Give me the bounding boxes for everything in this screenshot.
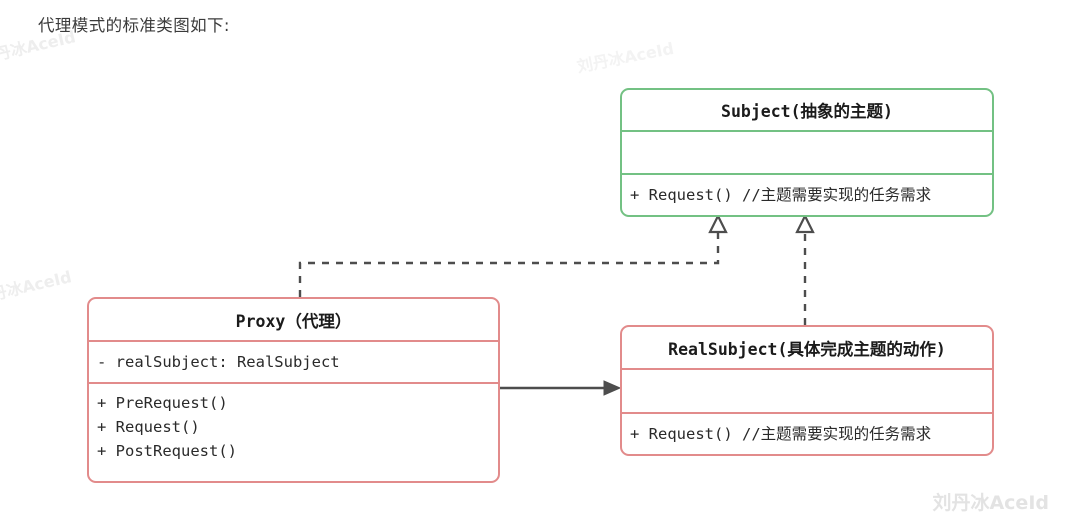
class-name-subject: Subject(抽象的主题) (721, 102, 893, 121)
filled-arrowhead-icon (603, 380, 622, 396)
class-member: + Request() //主题需要实现的任务需求 (630, 424, 932, 443)
class-name-realsubject: RealSubject(具体完成主题的动作) (668, 339, 946, 359)
class-operations-compartment: + PreRequest() + Request() + PostRequest… (89, 384, 498, 477)
hollow-triangle-arrowhead-icon (795, 213, 815, 234)
page-title: 代理模式的标准类图如下: (38, 16, 230, 35)
watermark-signature: 刘丹冰AceId (932, 492, 1049, 514)
watermark-top-center: 刘丹冰AceId (575, 38, 676, 77)
hollow-triangle-arrowhead-icon (708, 213, 728, 234)
class-title-compartment: RealSubject(具体完成主题的动作) (622, 327, 992, 368)
relation-proxy-realizes-subject (298, 213, 728, 297)
class-member: + Request() //主题需要实现的任务需求 (630, 185, 932, 204)
class-title-compartment: Proxy（代理） (89, 299, 498, 340)
class-member: + PreRequest() (97, 394, 228, 412)
relation-proxy-associates-realsubject (500, 380, 622, 396)
class-title-compartment: Subject(抽象的主题) (622, 90, 992, 130)
class-attributes-compartment (622, 368, 992, 414)
class-member: + PostRequest() (97, 442, 237, 461)
class-attributes-compartment: - realSubject: RealSubject (89, 340, 498, 384)
relation-realsubject-realizes-subject (795, 213, 815, 325)
class-member: + Request() (97, 418, 200, 437)
class-member: - realSubject: RealSubject (97, 352, 340, 371)
uml-class-proxy[interactable]: Proxy（代理） - realSubject: RealSubject + P… (87, 297, 500, 483)
class-attributes-compartment (622, 130, 992, 175)
watermark-top-left: 刘丹冰AceId (0, 27, 78, 68)
uml-class-subject[interactable]: Subject(抽象的主题) + Request() //主题需要实现的任务需求 (620, 88, 994, 217)
class-name-proxy: Proxy（代理） (235, 311, 352, 331)
class-operations-compartment: + Request() //主题需要实现的任务需求 (622, 414, 992, 454)
uml-class-realsubject[interactable]: RealSubject(具体完成主题的动作) + Request() //主题需… (620, 325, 994, 456)
watermark-mid-left: 刘丹冰AceId (0, 267, 74, 308)
class-operations-compartment: + Request() //主题需要实现的任务需求 (622, 175, 992, 215)
